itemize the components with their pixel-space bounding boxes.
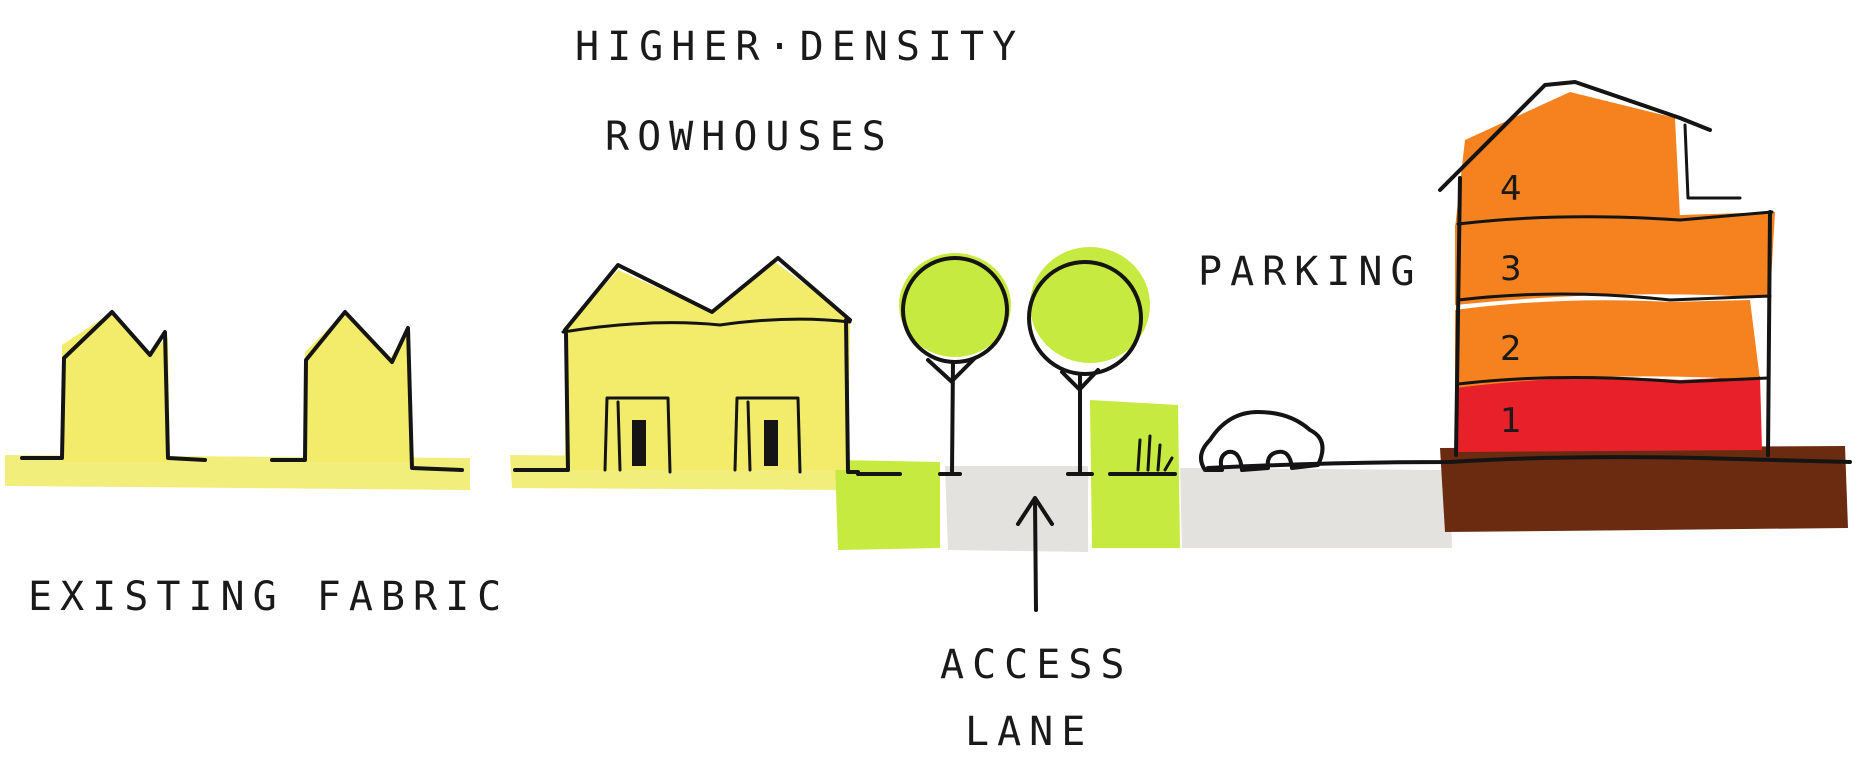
- rowhouses: [513, 256, 860, 474]
- building-right-wall: [1766, 210, 1772, 457]
- building-upper-setback: [1683, 123, 1742, 200]
- floor-number-3: 3: [1500, 249, 1522, 289]
- existing-house-1-wash: [62, 312, 170, 462]
- rowhouse-left-wall: [513, 332, 570, 472]
- rowhouse-door-1-fill: [632, 420, 646, 466]
- label-higher-density: HIGHER·DENSITY: [575, 24, 1024, 70]
- rowhouse-right-wall: [844, 318, 860, 474]
- existing-fabric-houses: [20, 310, 464, 472]
- floor-line-3: [1456, 292, 1772, 302]
- ground-lines: [856, 455, 1852, 476]
- existing-fabric-ground-wash: [5, 455, 470, 490]
- floor-3-orange: [1455, 212, 1775, 305]
- arrow-shaft: [1033, 498, 1038, 612]
- parked-car: [1199, 410, 1325, 472]
- floor-2-orange: [1455, 300, 1760, 388]
- label-lane: LANE: [965, 709, 1093, 755]
- rowhouse-wash: [565, 262, 850, 470]
- floor-line-2: [1456, 375, 1770, 386]
- existing-house-1: [20, 310, 207, 462]
- rowhouse-outline: [563, 256, 852, 332]
- car-outline: [1199, 410, 1325, 472]
- floor-line-4: [1456, 210, 1774, 226]
- access-lane-arrow: [1016, 496, 1054, 612]
- access-lane-wash: [945, 466, 1088, 552]
- arrow-head: [1016, 496, 1054, 526]
- floor-4-orange: [1455, 92, 1680, 228]
- parking-wash: [1180, 468, 1452, 548]
- floor-number-2: 2: [1500, 329, 1522, 369]
- tree-2-canopy: [1027, 260, 1143, 376]
- grass-tuft: [1136, 434, 1174, 472]
- label-rowhouses: ROWHOUSES: [605, 114, 894, 160]
- tree-2-trunk: [1060, 368, 1100, 474]
- rowhouse-door-1: [603, 396, 672, 474]
- rowhouse-door-2: [733, 396, 802, 474]
- green-lawn-left: [835, 460, 940, 550]
- building-roof: [1438, 80, 1712, 192]
- mid-rise-building: 1 2 3 4: [1438, 80, 1775, 457]
- tree-1-canopy-wash: [899, 253, 1011, 357]
- tree-1-trunk: [926, 356, 977, 474]
- label-existing-fabric: EXISTING FABRIC: [28, 574, 509, 620]
- rowhouse-door-2-fill: [764, 420, 778, 466]
- existing-house-2-wash: [305, 312, 412, 462]
- label-parking: PARKING: [1198, 249, 1423, 295]
- rowhouse-eave-line: [561, 317, 852, 334]
- building-base-ground: [1440, 446, 1848, 532]
- street-trees: [899, 247, 1174, 474]
- existing-house-2: [270, 310, 464, 472]
- ground-line-parking: [1108, 455, 1852, 476]
- floor-number-4: 4: [1500, 169, 1522, 209]
- floor-number-1: 1: [1500, 401, 1522, 441]
- label-access: ACCESS: [940, 642, 1133, 688]
- floor-1-red: [1455, 376, 1762, 452]
